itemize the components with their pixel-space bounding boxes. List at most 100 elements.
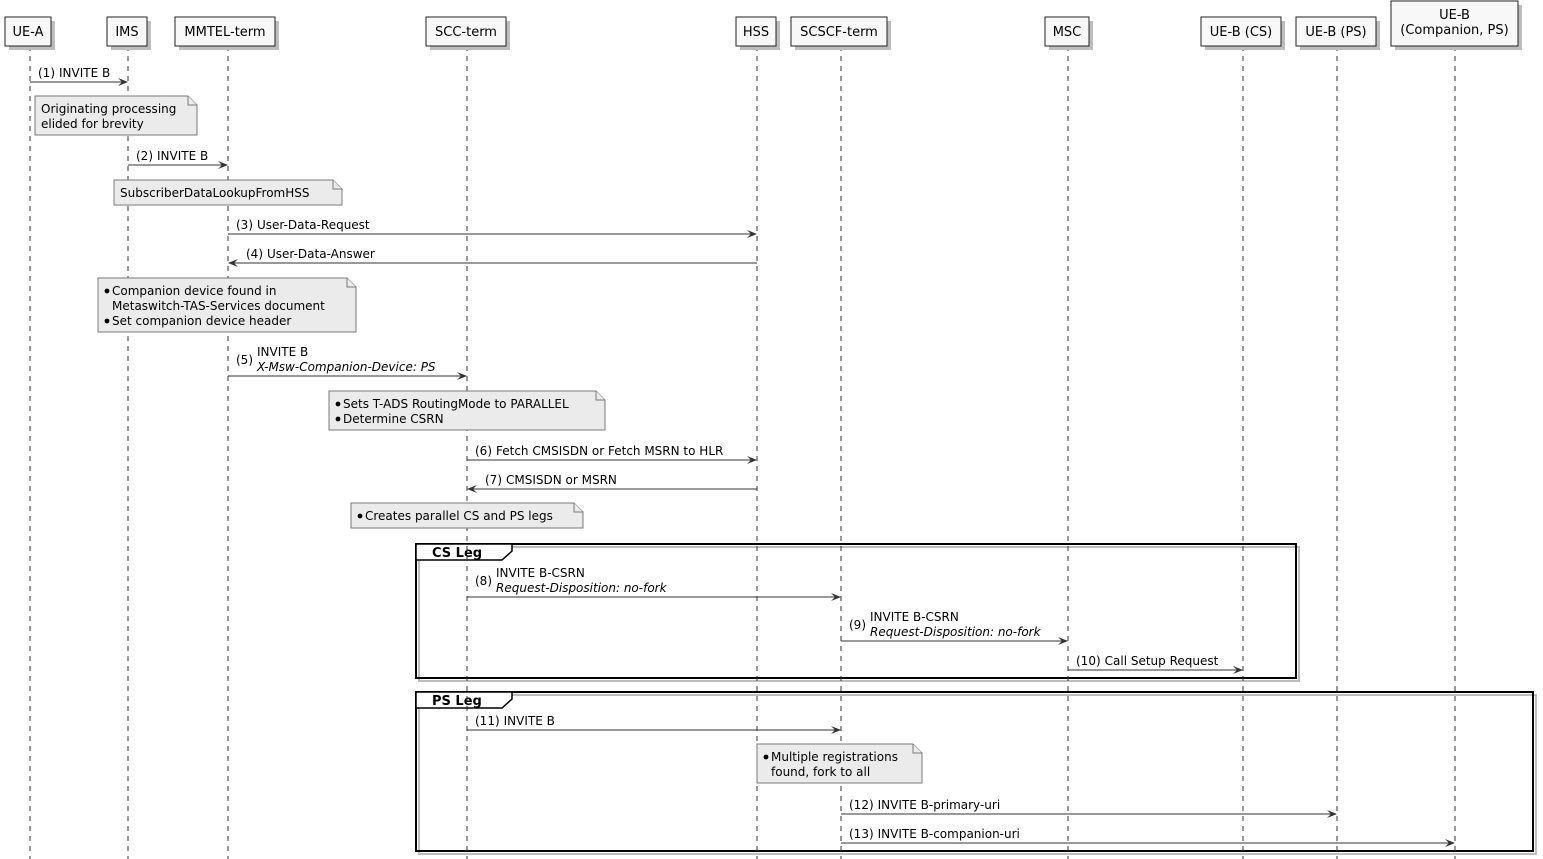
message-number: (6) <box>475 444 492 458</box>
bullet-icon <box>335 401 341 407</box>
note-text: Determine CSRN <box>343 412 444 426</box>
message-label: (1) INVITE B <box>38 66 110 80</box>
arrowhead-icon <box>747 230 757 238</box>
participant-mmtel: MMTEL-term <box>174 16 279 50</box>
arrowhead-icon <box>467 485 477 493</box>
note-box: Creates parallel CS and PS legs <box>350 502 584 529</box>
message-label: (11)INVITE B <box>475 714 555 728</box>
message-5: (5)INVITE BX-Msw-Companion-Device: PS <box>228 345 467 380</box>
note-text: found, fork to all <box>771 765 870 779</box>
message-text: CMSISDN or MSRN <box>506 473 617 487</box>
participant-ue_a: UE-A <box>4 16 55 50</box>
message-text: INVITE B <box>59 66 110 80</box>
message-number: (1) <box>38 66 55 80</box>
message-text: INVITE B-primary-uri <box>878 798 1001 812</box>
note-text: Creates parallel CS and PS legs <box>365 509 553 523</box>
message-text: INVITE B-companion-uri <box>878 827 1020 841</box>
note-text: Companion device found in <box>112 284 276 298</box>
arrowhead-icon <box>1327 810 1337 818</box>
message-number: (9) <box>849 618 866 632</box>
message-4: (4) User-Data-Answer <box>228 247 757 267</box>
message-label: (7) CMSISDN or MSRN <box>485 473 617 487</box>
group-label: PS Leg <box>432 694 482 709</box>
message-label: (3) User-Data-Request <box>236 218 370 232</box>
message-text: Fetch CMSISDN or Fetch MSRN to HLR <box>496 444 723 458</box>
bullet-icon <box>104 318 110 324</box>
message-text: Call Setup Request <box>1105 654 1219 668</box>
participant-label: UE-B (PS) <box>1305 25 1366 40</box>
message-6: (6) Fetch CMSISDN or Fetch MSRN to HLR <box>467 444 757 464</box>
participant-label: MMTEL-term <box>184 25 265 40</box>
note-box: Sets T-ADS RoutingMode to PARALLELDeterm… <box>328 390 606 431</box>
message-1: (1) INVITE B <box>30 66 128 86</box>
group-frame-cs-leg: CS Leg <box>415 543 1300 682</box>
message-label: (10) Call Setup Request <box>1076 654 1219 668</box>
participant-label: UE-B (CS) <box>1210 25 1272 40</box>
message-label: (12) INVITE B-primary-uri <box>849 798 1000 812</box>
bullet-icon <box>357 513 363 519</box>
message-header-text: Request-Disposition: no-fork <box>496 581 668 595</box>
message-label: (13) INVITE B-companion-uri <box>849 827 1020 841</box>
message-header-text: Request-Disposition: no-fork <box>870 625 1042 639</box>
arrowhead-icon <box>1058 637 1068 645</box>
participant-msc: MSC <box>1044 16 1093 50</box>
participant-label: (Companion, PS) <box>1400 23 1508 38</box>
note-text: Multiple registrations <box>771 750 898 764</box>
note-text: Metaswitch-TAS-Services document <box>112 299 325 313</box>
message-number: (13) <box>849 827 874 841</box>
message-number: (4) <box>246 247 263 261</box>
note-text: Sets T-ADS RoutingMode to PARALLEL <box>343 397 569 411</box>
message-label: (4) User-Data-Answer <box>246 247 375 261</box>
note-text: elided for brevity <box>41 117 144 131</box>
participant-hss: HSS <box>735 16 780 50</box>
message-number: (10) <box>1076 654 1101 668</box>
bullet-icon <box>104 288 110 294</box>
arrowhead-icon <box>228 259 238 267</box>
message-label: (6) Fetch CMSISDN or Fetch MSRN to HLR <box>475 444 723 458</box>
participant-ueb_ps: UE-B (PS) <box>1295 16 1380 50</box>
arrowhead-icon <box>1445 839 1455 847</box>
message-header-text: X-Msw-Companion-Device: PS <box>256 360 436 374</box>
message-7: (7) CMSISDN or MSRN <box>467 473 757 493</box>
arrowhead-icon <box>457 372 467 380</box>
message-number: (12) <box>849 798 874 812</box>
participant-ueb_comp: UE-B(Companion, PS) <box>1390 0 1522 50</box>
message-number: (3) <box>236 218 253 232</box>
message-13: (13) INVITE B-companion-uri <box>841 827 1455 847</box>
message-12: (12) INVITE B-primary-uri <box>841 798 1337 818</box>
participant-label: MSC <box>1053 25 1082 40</box>
arrowhead-icon <box>747 456 757 464</box>
message-text: User-Data-Request <box>257 218 370 232</box>
note-box: Companion device found inMetaswitch-TAS-… <box>97 277 357 333</box>
message-text: INVITE B-CSRN <box>496 566 585 580</box>
message-text: INVITE B <box>157 149 208 163</box>
participant-label: UE-B <box>1439 8 1470 23</box>
message-label: (2)INVITE B <box>136 149 208 163</box>
arrowhead-icon <box>218 161 228 169</box>
note-text: Set companion device header <box>112 314 291 328</box>
arrowhead-icon <box>831 726 841 734</box>
message-number: (11) <box>475 714 500 728</box>
bullet-icon <box>335 416 341 422</box>
message-number: (5) <box>236 353 253 367</box>
message-number: (7) <box>485 473 502 487</box>
message-number: (8) <box>475 574 492 588</box>
note-text: Originating processing <box>41 102 176 116</box>
participant-ims: IMS <box>106 16 151 50</box>
participant-ueb_cs: UE-B (CS) <box>1200 16 1285 50</box>
bullet-icon <box>763 754 769 760</box>
arrowhead-icon <box>118 78 128 86</box>
message-10: (10) Call Setup Request <box>1068 654 1243 674</box>
participant-scc: SCC-term <box>425 16 510 50</box>
message-11: (11)INVITE B <box>467 714 841 734</box>
note-box: SubscriberDataLookupFromHSS <box>113 179 343 206</box>
arrowhead-icon <box>831 593 841 601</box>
message-2: (2)INVITE B <box>128 149 228 169</box>
group-label: CS Leg <box>432 546 482 561</box>
message-text: User-Data-Answer <box>267 247 375 261</box>
participant-label: HSS <box>743 25 769 40</box>
